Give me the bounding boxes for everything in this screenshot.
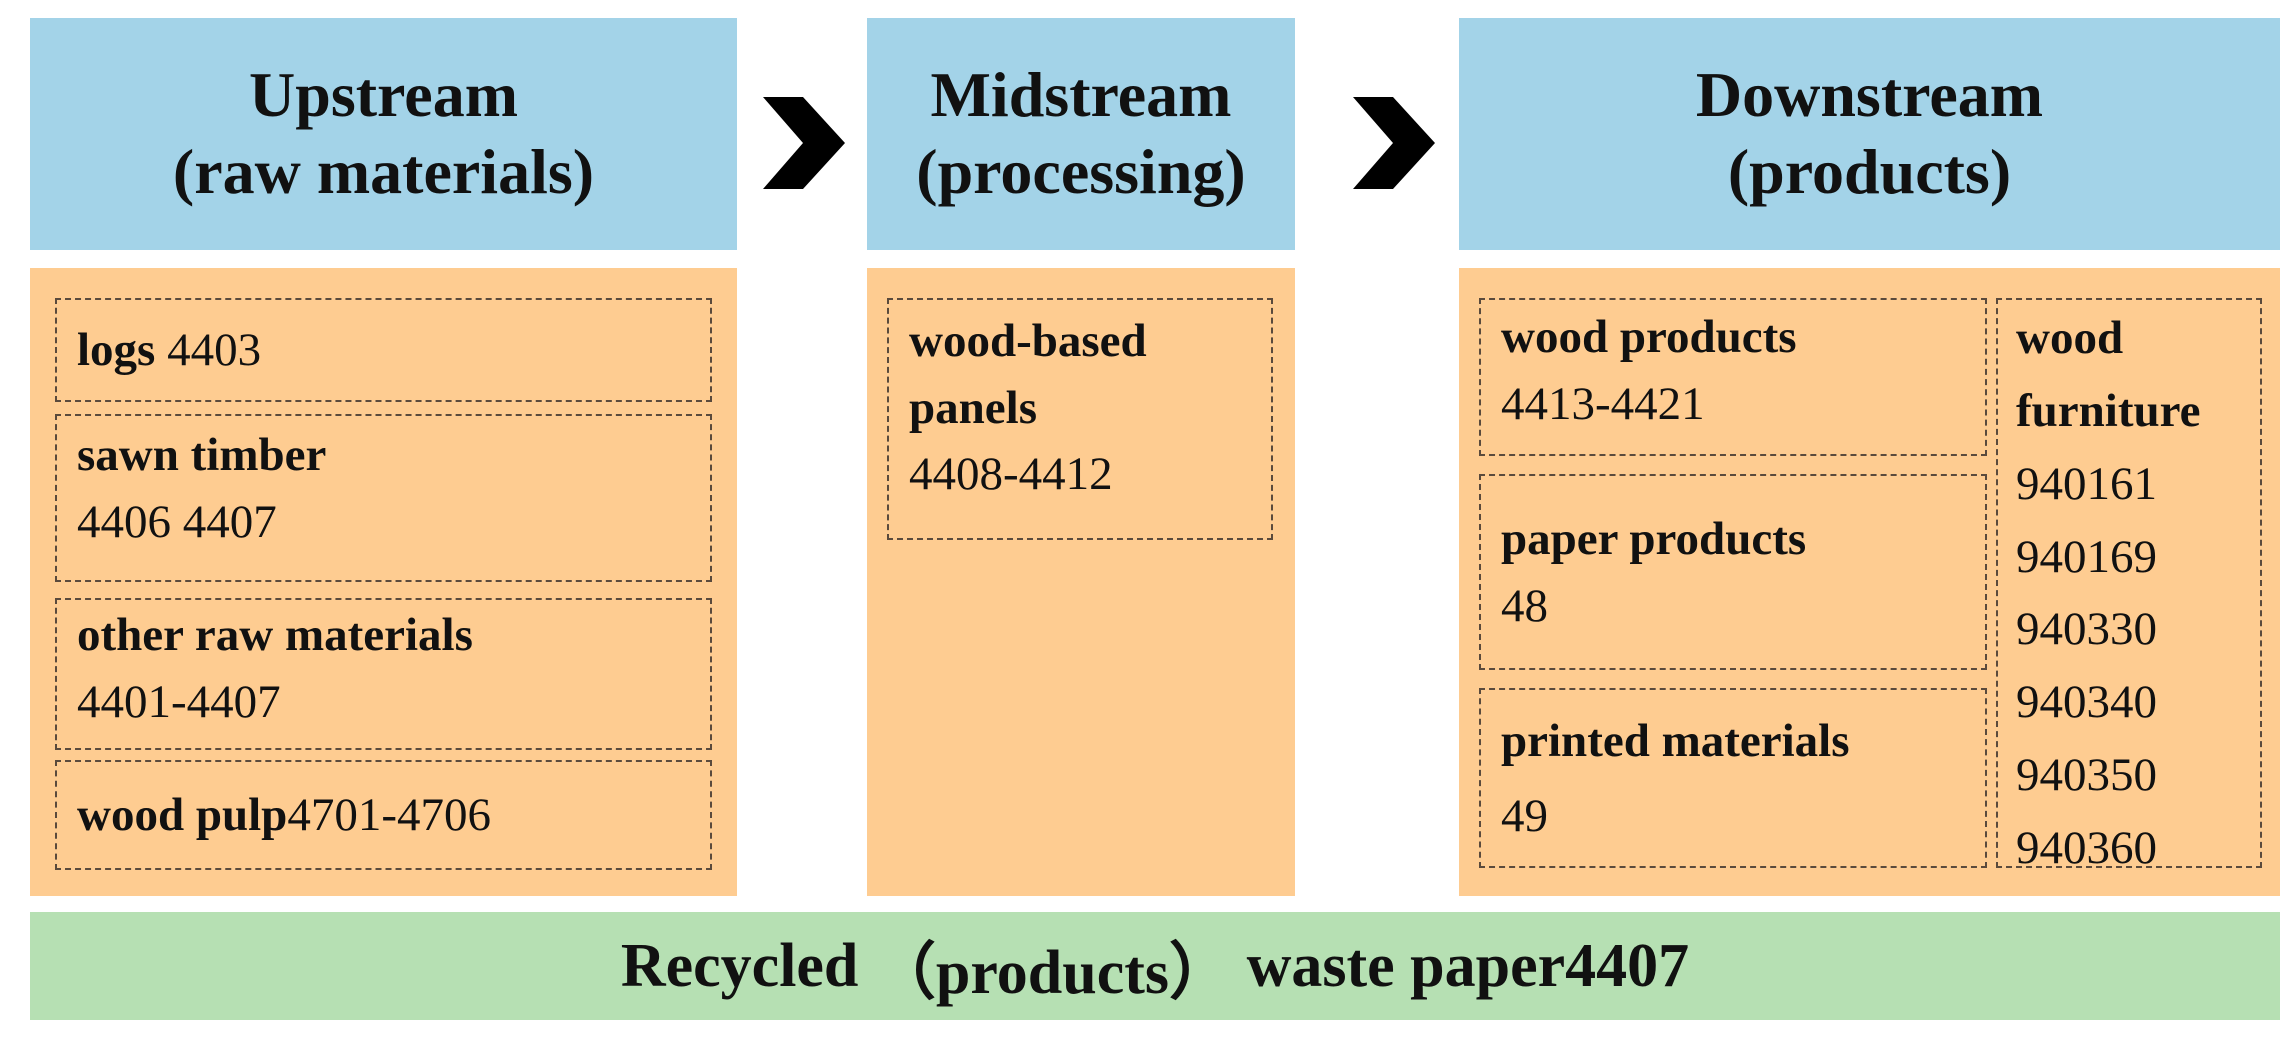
- item-code: 48: [1501, 579, 1548, 632]
- upstream-item-other-raw-materials: other raw materials 4401-4407: [55, 598, 712, 750]
- upstream-header: Upstream (raw materials): [30, 18, 737, 250]
- midstream-panel: wood-based panels 4408-4412: [867, 268, 1295, 896]
- item-name-line1: wood: [2016, 312, 2124, 364]
- downstream-subtitle: (products): [1727, 136, 2012, 207]
- chevron-right-icon: [763, 97, 845, 189]
- item-name: wood pulp: [77, 788, 288, 841]
- downstream-header: Downstream (products): [1459, 18, 2280, 250]
- upstream-item-sawn-timber: sawn timber 4406 4407: [55, 414, 712, 582]
- upstream-title: Upstream: [249, 59, 518, 131]
- footer-paren: （products）: [873, 939, 1232, 1007]
- downstream-item-paper-products: paper products 48: [1479, 474, 1987, 670]
- item-name: logs: [77, 323, 156, 376]
- recycled-footer: Recycled （products） waste paper4407: [30, 912, 2280, 1020]
- item-name: wood products: [1501, 311, 1797, 363]
- chevron-right-icon: [1353, 97, 1435, 189]
- furniture-code: 940161: [2016, 457, 2157, 510]
- item-code: 4408-4412: [909, 448, 1113, 501]
- upstream-item-wood-pulp: wood pulp4701-4706: [55, 760, 712, 870]
- item-code: 4403: [167, 323, 262, 376]
- item-name-line2: furniture: [2016, 384, 2201, 437]
- item-name-line1: wood-based: [909, 315, 1147, 367]
- item-code: 4406 4407: [77, 495, 277, 548]
- furniture-code: 940330: [2016, 603, 2157, 656]
- item-name: paper products: [1501, 513, 1807, 565]
- item-name: printed materials: [1501, 715, 1850, 767]
- item-code: 4701-4706: [287, 788, 491, 841]
- furniture-code: 940169: [2016, 530, 2157, 583]
- midstream-subtitle: (processing): [916, 136, 1246, 207]
- midstream-item-wood-based-panels: wood-based panels 4408-4412: [887, 298, 1273, 540]
- footer-rest: waste paper4407: [1246, 931, 1690, 1000]
- upstream-item-logs: logs 4403: [55, 298, 712, 402]
- downstream-panel: wood products 4413-4421 paper products 4…: [1459, 268, 2280, 896]
- upstream-panel: logs 4403 sawn timber 4406 4407 other ra…: [30, 268, 737, 896]
- furniture-code: 940360: [2016, 821, 2157, 874]
- item-name: other raw materials: [77, 609, 473, 661]
- furniture-code: 940350: [2016, 749, 2157, 802]
- midstream-header: Midstream (processing): [867, 18, 1295, 250]
- downstream-item-wood-furniture: wood furniture 940161 940169 940330 9403…: [1996, 298, 2262, 874]
- item-code: 49: [1501, 790, 1548, 843]
- item-code: 4401-4407: [77, 675, 281, 728]
- item-code: 4413-4421: [1501, 377, 1705, 430]
- item-name-line2: panels: [909, 381, 1037, 434]
- downstream-title: Downstream: [1695, 59, 2044, 131]
- downstream-item-wood-products: wood products 4413-4421: [1479, 298, 1987, 456]
- upstream-subtitle: (raw materials): [172, 136, 595, 207]
- footer-label: Recycled: [620, 931, 859, 1000]
- item-name: sawn timber: [77, 429, 327, 481]
- midstream-title: Midstream: [930, 59, 1232, 131]
- furniture-code: 940340: [2016, 676, 2157, 729]
- downstream-item-printed-materials: printed materials 49: [1479, 688, 1987, 868]
